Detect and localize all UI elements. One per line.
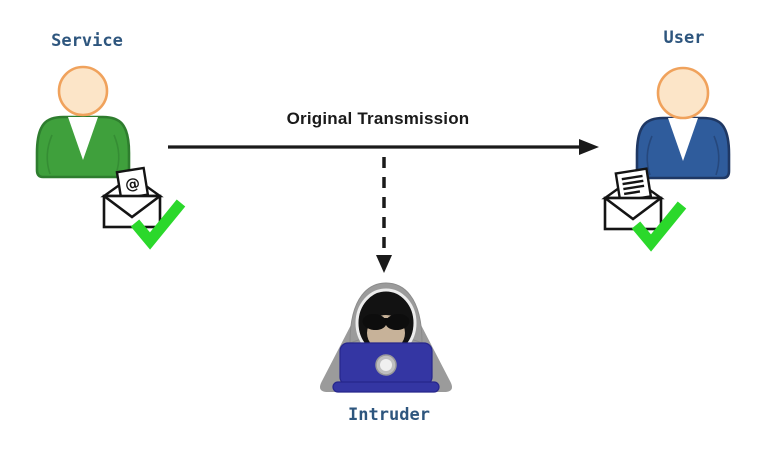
user-collar bbox=[668, 118, 698, 161]
transmission-edge-label: Original Transmission bbox=[287, 109, 470, 128]
laptop-base bbox=[332, 381, 440, 393]
checkmark-icon bbox=[631, 201, 687, 252]
envelope-body bbox=[102, 194, 162, 229]
envelope-front-fold bbox=[103, 194, 161, 219]
envelope-at-icon: @ bbox=[100, 166, 186, 250]
paper-text-line bbox=[621, 174, 643, 181]
service-person-icon bbox=[35, 65, 131, 179]
at-symbol: @ bbox=[124, 174, 142, 194]
transmission-arrow: Original Transmission bbox=[168, 109, 599, 155]
envelope-paper: @ bbox=[115, 166, 150, 201]
interception-arrow bbox=[376, 157, 392, 273]
service-arm-crease-right bbox=[113, 134, 120, 175]
user-head bbox=[656, 66, 710, 120]
user-arm-crease-right bbox=[713, 135, 720, 176]
checkmark-icon bbox=[130, 199, 186, 250]
service-arm-crease-left bbox=[46, 134, 53, 175]
sunglasses-left-lens bbox=[362, 313, 387, 331]
paper-text-line bbox=[623, 184, 645, 191]
service-collar bbox=[68, 117, 98, 160]
service-node-label: Service bbox=[51, 31, 123, 51]
user-person-icon bbox=[635, 66, 731, 180]
envelope-front-fold bbox=[604, 196, 662, 221]
paper-sheet bbox=[614, 167, 653, 203]
envelope-paper bbox=[614, 167, 653, 203]
user-node-label: User bbox=[664, 28, 705, 48]
user-arm-crease-left bbox=[646, 135, 653, 176]
envelope-letter-icon bbox=[601, 167, 687, 252]
envelope-body bbox=[603, 196, 663, 231]
interception-arrowhead-icon bbox=[376, 255, 392, 273]
intruder-node-label: Intruder bbox=[348, 405, 430, 425]
paper-text-line bbox=[622, 179, 644, 186]
hacker-laptop-icon bbox=[320, 282, 452, 393]
sunglasses-icon bbox=[362, 313, 410, 331]
sunglasses-right-lens bbox=[385, 313, 410, 331]
service-head bbox=[57, 65, 109, 117]
laptop-logo-inner bbox=[380, 359, 392, 371]
transmission-arrowhead-icon bbox=[579, 139, 599, 155]
paper-text-line bbox=[623, 190, 641, 196]
